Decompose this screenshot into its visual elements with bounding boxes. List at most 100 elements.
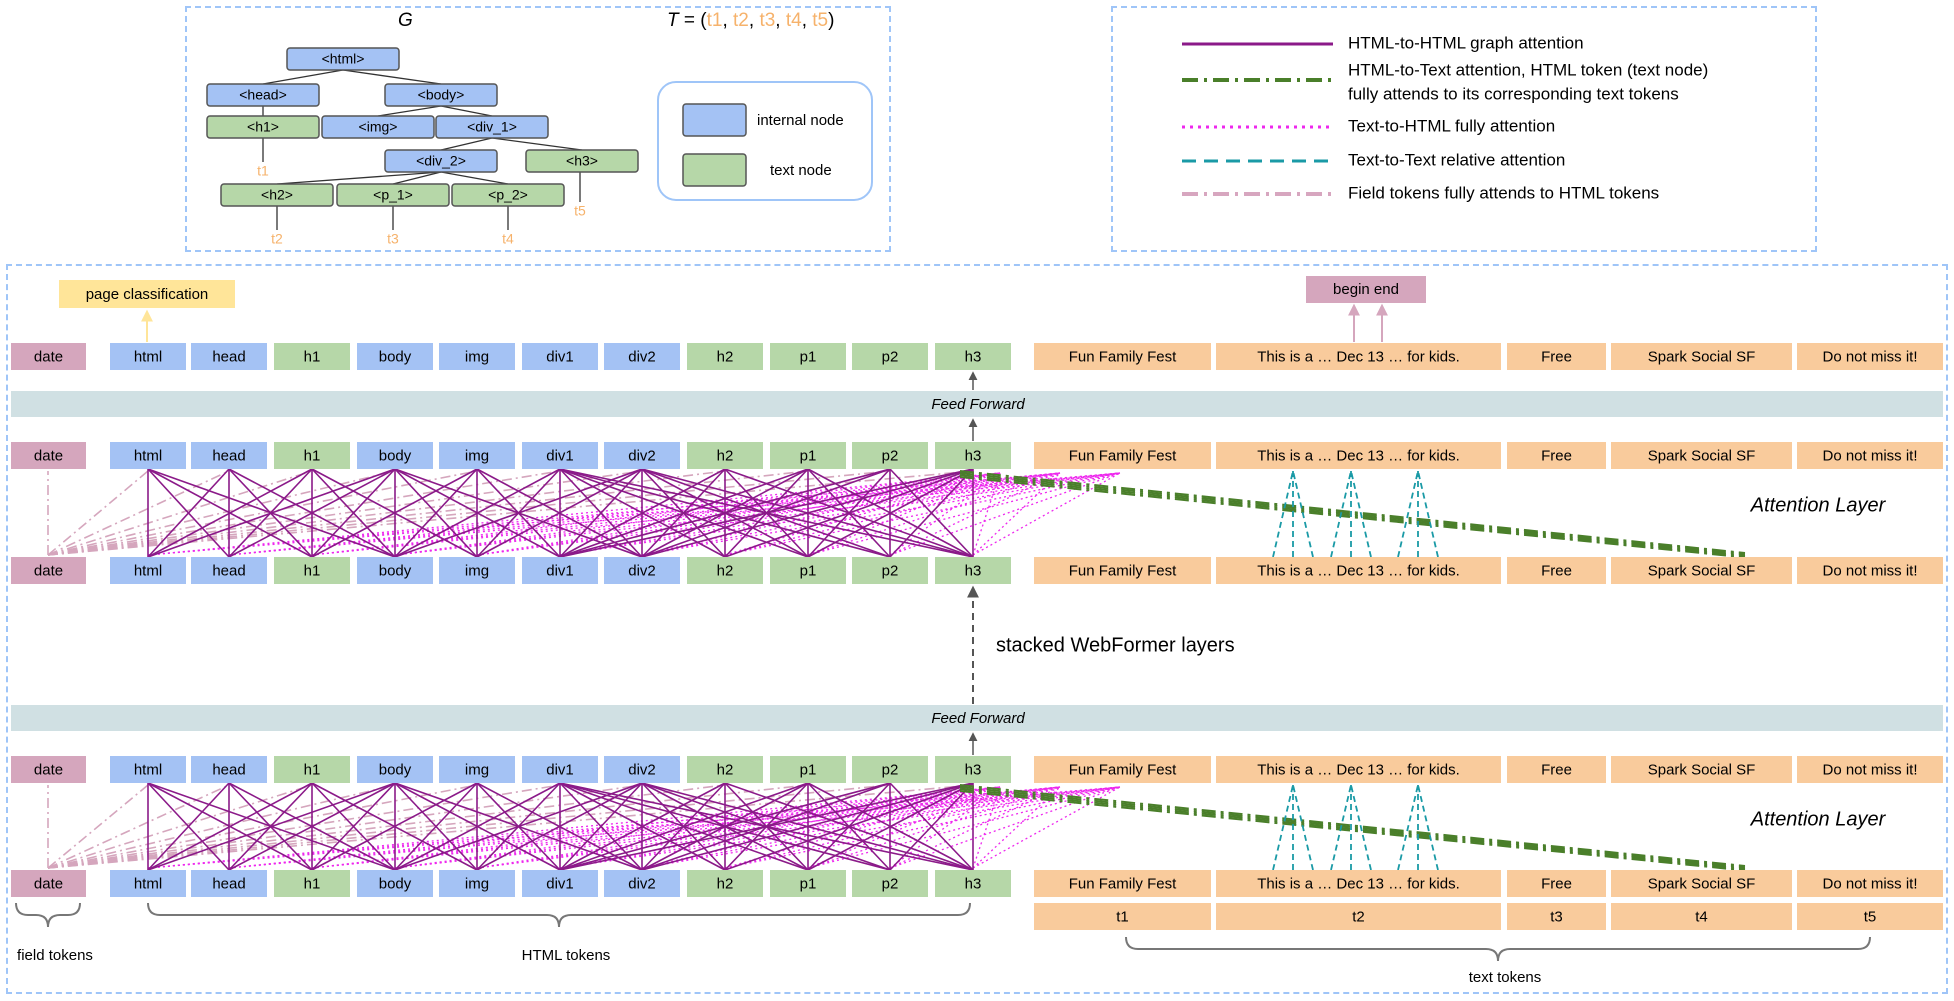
text-token-label: Spark Social SF bbox=[1648, 875, 1756, 892]
text-token-label: Do not miss it! bbox=[1822, 447, 1917, 464]
html-token-label: body bbox=[379, 761, 412, 778]
page-classification-box bbox=[59, 280, 235, 308]
html-token-label: div1 bbox=[546, 761, 574, 778]
field-to-html-line bbox=[47, 784, 396, 869]
graph-attention-line bbox=[394, 468, 478, 558]
html-token-label: h3 bbox=[965, 875, 982, 892]
html-token-label: h2 bbox=[717, 447, 734, 464]
text-token-label: Fun Family Fest bbox=[1069, 447, 1177, 464]
text-token-label: This is a … Dec 13 … for kids. bbox=[1257, 875, 1460, 892]
legend-label-line2: fully attends to its corresponding text … bbox=[1348, 84, 1679, 103]
html-token-label: h2 bbox=[717, 875, 734, 892]
text-token bbox=[1507, 343, 1606, 370]
html-token-label: img bbox=[465, 875, 489, 892]
html-token-div2 bbox=[604, 557, 680, 584]
legend-label: HTML-to-Text attention, HTML token (text… bbox=[1348, 60, 1708, 79]
html-token-label: h3 bbox=[965, 447, 982, 464]
html-token-label: h1 bbox=[304, 761, 321, 778]
graph-attention-line bbox=[724, 782, 974, 871]
tree-node-label: <h3> bbox=[566, 153, 598, 169]
text-to-html-line bbox=[476, 472, 1061, 556]
text-token-label: Free bbox=[1541, 447, 1572, 464]
tree-edge bbox=[377, 105, 442, 117]
tree-leaf-label-t5: t5 bbox=[574, 203, 586, 219]
text-id-box bbox=[1034, 903, 1211, 930]
sequence-item-t4: t4 bbox=[785, 10, 802, 31]
text-sequence-label: T = (t1, t2, t3, t4, t5) bbox=[667, 10, 834, 32]
tree-node-div_2 bbox=[384, 149, 498, 173]
tree-node-label: <img> bbox=[359, 119, 398, 135]
html-token-label: body bbox=[379, 348, 412, 365]
text-token bbox=[1611, 343, 1792, 370]
graph-label: G bbox=[398, 10, 413, 31]
field-to-html-line bbox=[47, 470, 313, 556]
text-token-label: Do not miss it! bbox=[1822, 348, 1917, 365]
text-to-html-line bbox=[476, 472, 1121, 556]
html-token-p1 bbox=[770, 870, 846, 897]
html-token-img bbox=[439, 557, 515, 584]
html-to-text-line bbox=[959, 784, 1746, 867]
html-token-label: head bbox=[212, 447, 245, 464]
text-token bbox=[1797, 870, 1943, 897]
html-token-p2 bbox=[852, 557, 928, 584]
sequence-item-t1: t1 bbox=[706, 10, 723, 31]
html-token-p1 bbox=[770, 756, 846, 783]
tree-leaf-label-t2: t2 bbox=[271, 231, 283, 247]
html-token-label: p2 bbox=[882, 348, 899, 365]
text-to-text-line bbox=[1330, 784, 1352, 871]
stacked-layers-label: stacked WebFormer layers bbox=[996, 634, 1235, 656]
model-panel bbox=[6, 264, 1948, 994]
text-token bbox=[1034, 756, 1211, 783]
text-token-label: Do not miss it! bbox=[1822, 562, 1917, 579]
html-token-label: p1 bbox=[800, 348, 817, 365]
html-token-html bbox=[110, 343, 186, 370]
text-token bbox=[1507, 557, 1606, 584]
field-to-html-line bbox=[47, 784, 809, 869]
graph-attention-line bbox=[394, 468, 643, 558]
tree-edge bbox=[440, 137, 493, 151]
text-token bbox=[1797, 557, 1943, 584]
text-token bbox=[1507, 870, 1606, 897]
field-to-html-line bbox=[47, 470, 974, 556]
html-to-text-line bbox=[959, 788, 1746, 870]
field-to-html-line bbox=[47, 470, 891, 556]
html-token-h2 bbox=[687, 756, 763, 783]
html-token-h2 bbox=[687, 442, 763, 469]
text-token bbox=[1216, 442, 1501, 469]
html-token-label: p2 bbox=[882, 447, 899, 464]
html-token-div2 bbox=[604, 756, 680, 783]
text-to-html-line bbox=[228, 786, 1121, 869]
html-token-h1 bbox=[274, 343, 350, 370]
graph-attention-line bbox=[394, 782, 478, 871]
html-token-h3 bbox=[935, 557, 1011, 584]
text-tokens-label: text tokens bbox=[1469, 969, 1542, 986]
tree-node-h2 bbox=[220, 183, 334, 207]
text-token bbox=[1797, 343, 1943, 370]
text-to-html-line bbox=[559, 786, 1121, 869]
tree-node-label: <head> bbox=[239, 87, 287, 103]
sequence-item-t2: t2 bbox=[733, 10, 749, 31]
html-token-p1 bbox=[770, 442, 846, 469]
text-to-html-line bbox=[476, 786, 1001, 869]
text-id-label: t2 bbox=[1352, 908, 1365, 925]
field-token-label: date bbox=[34, 562, 63, 579]
html-token-label: p1 bbox=[800, 562, 817, 579]
tree-node-body bbox=[384, 83, 498, 107]
html-token-body bbox=[357, 557, 433, 584]
text-id-label: t3 bbox=[1550, 908, 1563, 925]
html-token-label: div2 bbox=[628, 875, 656, 892]
html-token-label: h2 bbox=[717, 761, 734, 778]
html-token-label: div1 bbox=[546, 562, 574, 579]
graph-attention-line bbox=[724, 468, 974, 558]
field-token-label: date bbox=[34, 875, 63, 892]
text-token bbox=[1611, 870, 1792, 897]
html-to-text-line bbox=[959, 474, 1746, 557]
text-to-html-line bbox=[228, 786, 1001, 869]
html-token-label: img bbox=[465, 562, 489, 579]
field-to-html-line bbox=[47, 470, 149, 556]
graph-attention-line bbox=[147, 782, 313, 871]
html-token-label: h2 bbox=[717, 562, 734, 579]
html-to-text-line bbox=[959, 476, 1746, 559]
html-token-h3 bbox=[935, 442, 1011, 469]
